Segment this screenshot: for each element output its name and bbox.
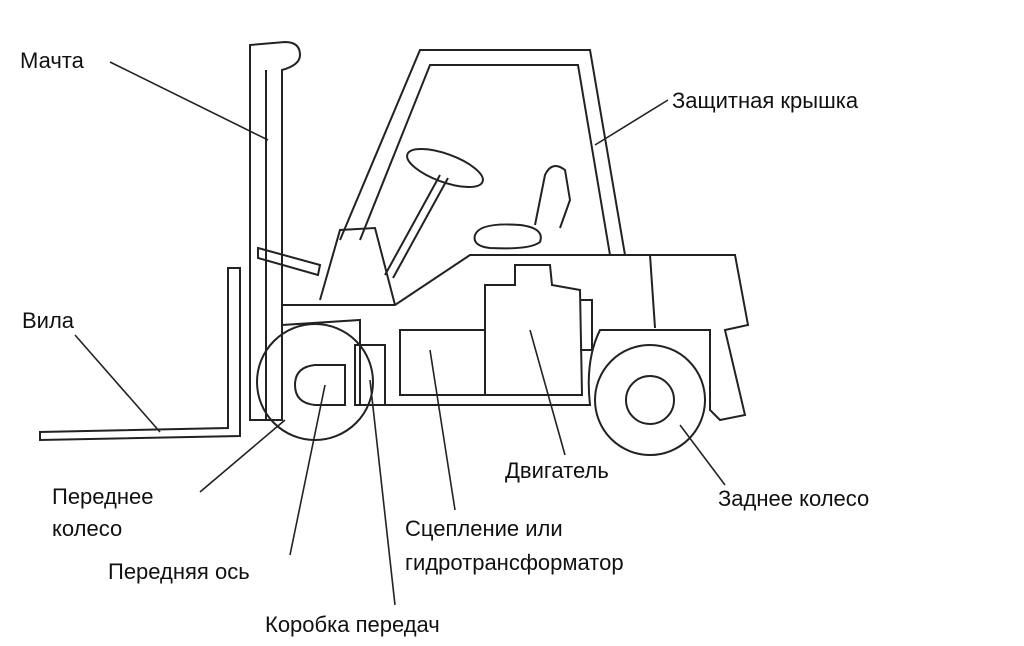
gearbox: [354, 344, 386, 406]
label-fork: Вила: [22, 308, 75, 333]
leader-front-wheel: [199, 419, 286, 493]
leader-engine: [529, 329, 566, 456]
leader-lines: [74, 61, 726, 606]
leader-mast: [109, 61, 269, 141]
front-wheel: [256, 323, 374, 441]
clutch: [399, 329, 486, 396]
rear-wheel: [594, 344, 706, 456]
label-overhead-guard: Защитная крышка: [672, 88, 859, 113]
leader-front-axle: [289, 384, 326, 556]
label-rear-wheel: Заднее колесо: [718, 486, 870, 511]
label-front-axle: Передняя ось: [108, 559, 250, 584]
leader-rear-wheel: [679, 424, 726, 486]
seat: [473, 223, 542, 250]
engine: [484, 264, 584, 396]
label-front-wheel-2: колесо: [52, 516, 123, 541]
body: [281, 254, 750, 422]
label-gearbox: Коробка передач: [265, 612, 440, 637]
leader-clutch: [429, 349, 456, 511]
steering-wheel: [406, 148, 484, 188]
label-clutch-1: Сцепление или: [405, 516, 563, 541]
fork: [39, 267, 241, 442]
label-clutch-2: гидротрансформатор: [405, 550, 624, 575]
leader-fork: [74, 334, 161, 433]
overhead-guard: [339, 49, 627, 256]
leader-guard: [594, 99, 669, 146]
mast: [249, 40, 302, 421]
front-axle: [293, 364, 346, 406]
label-front-wheel-1: Переднее: [52, 484, 154, 509]
leader-gearbox: [369, 379, 396, 606]
label-mast: Мачта: [20, 48, 84, 73]
label-engine: Двигатель: [505, 458, 609, 483]
